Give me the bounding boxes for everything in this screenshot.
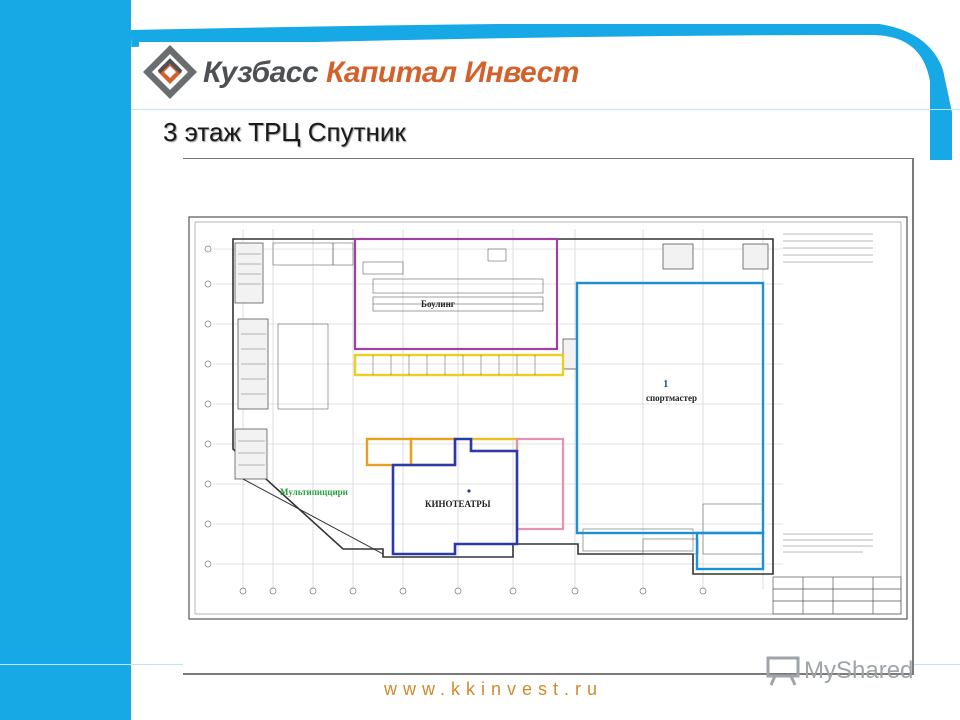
sportmaster-label: спортмастер — [646, 393, 697, 403]
multipizza-label: Мультипиццири — [280, 487, 348, 497]
watermark: MyShared — [766, 656, 913, 686]
axis-markers — [204, 245, 707, 595]
floor-plan-drawing: Боулинг 1 спортмастер КИНОТЕАТРЫ Мультип… — [188, 216, 908, 620]
cinema-marker — [467, 489, 471, 493]
bowling-lanes — [362, 248, 544, 312]
side-bar — [0, 0, 131, 720]
sportmaster-unit-number: 1 — [663, 378, 669, 390]
company-logo: Кузбасс Капитал Инвест — [139, 42, 601, 103]
slide-title: 3 этаж ТРЦ Спутник — [163, 117, 406, 147]
sheet-border — [188, 216, 908, 620]
presentation-board-icon — [766, 656, 800, 686]
sportmaster-annex — [695, 531, 765, 571]
stair-treads — [238, 253, 266, 466]
building-outline — [232, 238, 774, 575]
legend-notes — [783, 233, 873, 553]
logo-word-kapital-invest: Капитал Инвест — [325, 55, 579, 89]
bowling-zone — [353, 237, 559, 351]
cinema-label: КИНОТЕАТРЫ — [425, 499, 491, 509]
sportmaster-zone — [575, 281, 765, 535]
bowling-label: Боулинг — [421, 299, 455, 309]
floor-plan-frame: Боулинг 1 спортмастер КИНОТЕАТРЫ Мультип… — [183, 158, 914, 675]
header-rule — [131, 109, 960, 110]
logo-wordmark: Кузбасс Капитал Инвест — [203, 56, 579, 90]
logo-mark-icon — [143, 45, 197, 99]
title-block — [772, 576, 902, 615]
watermark-text: MyShared — [804, 657, 914, 684]
logo-word-kuzbass: Кузбасс — [203, 55, 319, 89]
ramp-line — [242, 478, 384, 555]
cinema-zone — [391, 437, 519, 556]
shop-strip-yellow — [353, 353, 565, 377]
footer-url[interactable]: www.kkinvest.ru — [384, 679, 604, 699]
shop-strip-dividers — [372, 355, 536, 375]
